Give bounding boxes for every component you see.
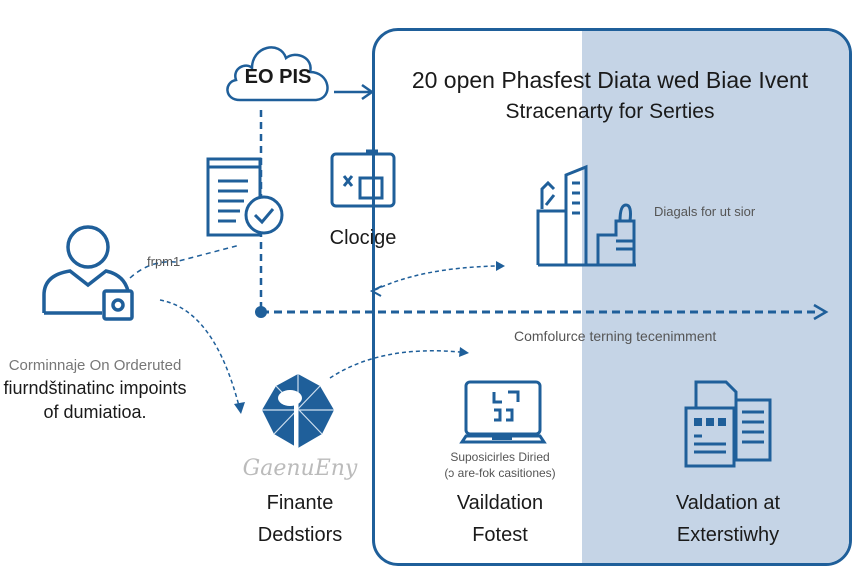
laptop-caption-line1: Suposicirles Diried — [450, 450, 550, 464]
user-caption-line3: of dumiatioa. — [43, 402, 147, 422]
panel-title-line1: 20 open Phasfest Diata wed Biae Ivent — [411, 67, 809, 93]
finance-logo-icon — [262, 374, 334, 456]
clocge-to-buildings-arrow — [374, 265, 497, 291]
laptop-caption-line2: (ↄ are-fok casitiones) — [444, 466, 556, 480]
shaded-region — [582, 31, 849, 563]
finance-label-line1: Finante — [266, 492, 334, 514]
laptop-label-line1: Vaildation — [456, 492, 544, 514]
finance-label-line2: Dedstiors — [257, 524, 343, 546]
user-icon — [42, 225, 134, 321]
user-caption-line1: Corminnaje On Orderuted — [8, 357, 182, 374]
user-connector-label: frpm1 — [147, 254, 181, 269]
documents-icon — [684, 380, 772, 468]
finance-logo-text: GaenuEny — [242, 456, 358, 481]
finance-to-laptop-arrow — [329, 350, 461, 379]
clocge-label: Clocige — [329, 227, 397, 249]
user-caption-line2: fiurndštinatinc impoints — [3, 378, 187, 398]
horizontal-arrow-head — [813, 303, 829, 321]
buildings-label: Diagals for ut sior — [654, 204, 756, 219]
clocge-icon — [330, 149, 396, 208]
documents-label-line1: Valdation at — [675, 492, 781, 514]
cloud-icon — [226, 46, 329, 102]
panel-title-line2: Stracenarty for Serties — [505, 100, 715, 123]
process-panel — [372, 28, 852, 566]
laptop-icon — [459, 380, 547, 444]
user-to-finance-arrow — [159, 299, 241, 411]
buildings-icon — [536, 164, 636, 267]
divider-label: Comfolurce terning tecenimment — [514, 328, 717, 344]
user-connector — [129, 244, 241, 279]
cloud-label: EO PIS — [244, 66, 312, 88]
cloud-arrow-head — [361, 83, 375, 101]
document-check-icon — [206, 157, 284, 237]
junction-dot — [255, 306, 267, 318]
laptop-label-line2: Fotest — [472, 524, 528, 546]
documents-label-line2: Exterstiwhy — [676, 524, 780, 546]
